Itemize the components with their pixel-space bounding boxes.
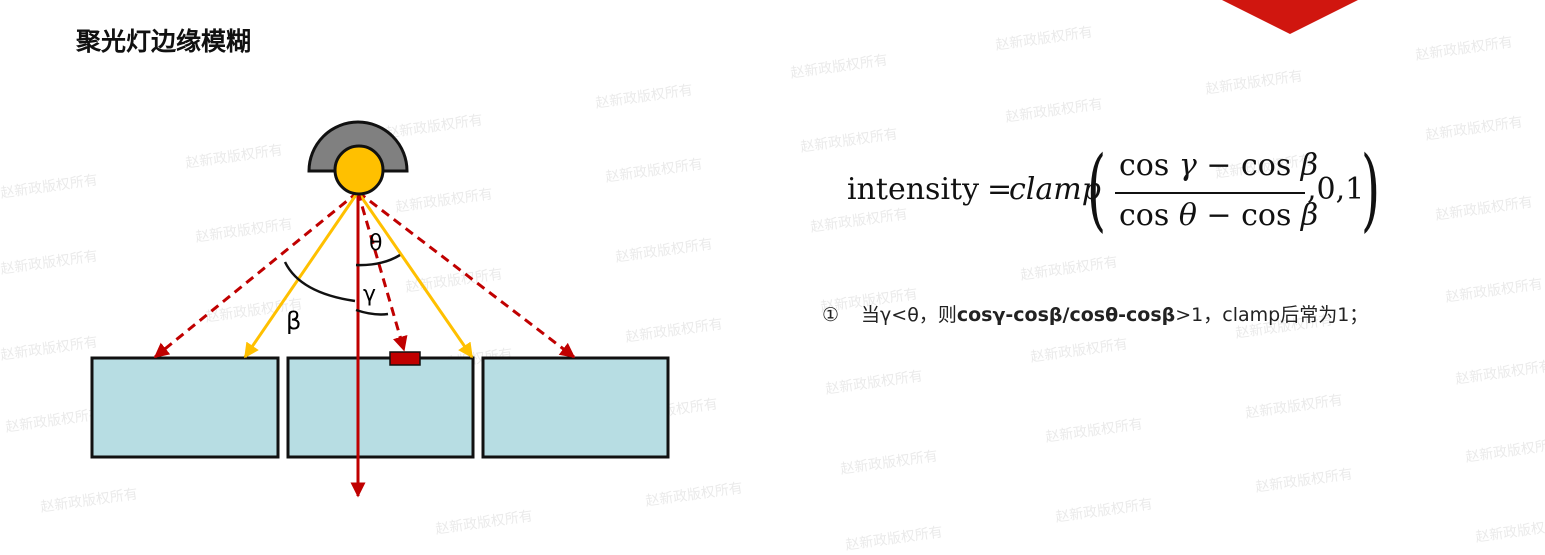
gamma-label: γ [363, 282, 376, 307]
intensity-formula: intensity = clamp ( cos γ − cos β cos θ … [847, 142, 1387, 242]
watermark-text: 赵新政版权所有 [844, 524, 944, 554]
spotlight-bulb [333, 144, 385, 196]
note-text-bold: cosγ-cosβ/cosθ-cosβ [956, 304, 1176, 326]
formula-right-paren: ) [1360, 137, 1381, 242]
theta-angle-arc [355, 253, 401, 267]
watermark-text: 赵新政版权所有 [1204, 68, 1304, 98]
corner-triangle [1222, 0, 1358, 34]
formula-lhs: intensity [847, 172, 980, 207]
watermark-text: 赵新政版权所有 [434, 508, 534, 538]
formula-function: clamp [1009, 172, 1101, 207]
watermark-text: 赵新政版权所有 [1004, 96, 1104, 126]
formula-equals: = [987, 172, 1013, 207]
watermark-text: 赵新政版权所有 [1434, 194, 1534, 224]
formula-numerator: cos γ − cos β [1119, 148, 1319, 183]
outer-cone-left-ray [153, 190, 359, 359]
note-text-pre: 当γ<θ，则 [861, 304, 957, 326]
watermark-text: 赵新政版权所有 [789, 52, 889, 82]
gamma-angle-arc [355, 308, 389, 316]
formula-clamp-bounds: ,0,1 [1307, 172, 1365, 207]
watermark-text: 赵新政版权所有 [1044, 416, 1144, 446]
page-title: 聚光灯边缘模糊 [76, 27, 252, 56]
spotlight-diagram: θ γ β [90, 120, 670, 498]
light-to-sample-ray [356, 191, 408, 352]
sample-point-marker [389, 351, 421, 366]
explanation-note: ① 当γ<θ，则cosγ-cosβ/cosθ-cosβ>1，clamp后常为1； [822, 300, 1368, 327]
watermark-text: 赵新政版权所有 [1444, 276, 1544, 306]
beta-angle-arc [283, 261, 356, 303]
surface-panel-left [90, 356, 280, 459]
surface-panel-middle [286, 356, 475, 459]
watermark-text: 赵新政版权所有 [1054, 496, 1154, 526]
inner-cone-right-ray [356, 191, 474, 359]
beta-label: β [286, 307, 301, 335]
surface-panel-right [481, 356, 670, 459]
note-text-post: >1，clamp后常为1； [1175, 304, 1369, 326]
watermark-text: 赵新政版权所有 [1414, 34, 1514, 64]
corner-decoration [1222, 0, 1358, 34]
watermark-text: 赵新政版权所有 [1454, 358, 1545, 388]
watermark-text: 赵新政版权所有 [824, 368, 924, 398]
outer-cone-right-ray [357, 190, 576, 359]
watermark-text: 赵新政版权所有 [1019, 254, 1119, 284]
note-marker: ① [822, 304, 840, 326]
watermark-text: 赵新政版权所有 [839, 448, 939, 478]
watermark-text: 赵新政版权所有 [1254, 466, 1354, 496]
theta-label: θ [369, 231, 382, 256]
watermark-text: 赵新政版权所有 [1029, 336, 1129, 366]
inner-cone-left-ray [243, 191, 360, 359]
formula-denominator: cos θ − cos β [1119, 198, 1319, 233]
watermark-text: 赵新政版权所有 [994, 24, 1094, 54]
watermark-text: 赵新政版权所有 [1464, 436, 1545, 466]
formula-fraction-bar [1115, 192, 1305, 194]
formula-left-paren: ( [1086, 137, 1107, 242]
watermark-text: 赵新政版权所有 [1424, 114, 1524, 144]
watermark-text: 赵新政版权所有 [1244, 392, 1344, 422]
